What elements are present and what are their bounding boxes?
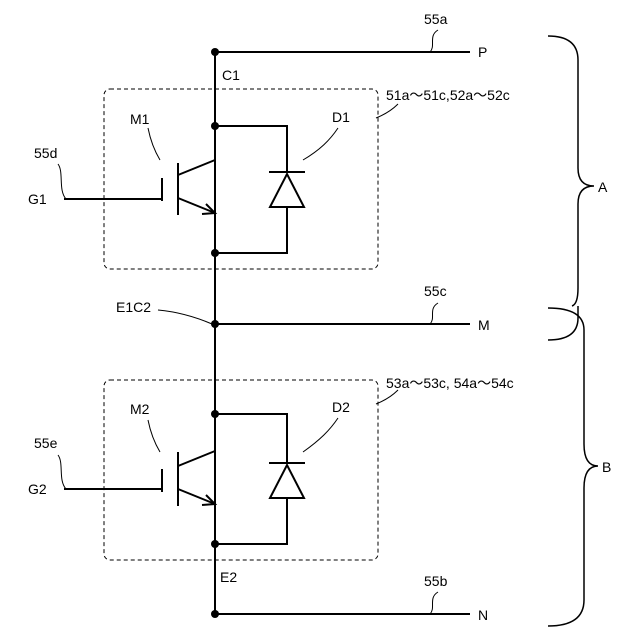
leader-module-upper	[376, 104, 398, 118]
brace-b	[548, 308, 598, 626]
leader-m1	[148, 128, 160, 160]
junction-n	[211, 610, 219, 618]
ref-55d: 55d	[34, 145, 57, 161]
leader-module-lower	[376, 390, 398, 404]
brace-a	[548, 36, 594, 340]
label-c1: C1	[222, 67, 240, 83]
ref-55a: 55a	[424, 11, 448, 27]
leader-55c	[430, 303, 438, 324]
label-m1: M1	[130, 111, 150, 127]
leader-e1c2	[158, 310, 212, 324]
label-e1c2: E1C2	[116, 299, 151, 315]
diode-d1	[269, 172, 305, 207]
module-upper-label: 51a～51c,52a～52c	[386, 87, 510, 103]
leader-55b	[430, 592, 438, 614]
leader-55a	[430, 30, 438, 52]
terminal-p: P	[478, 44, 487, 60]
terminal-n: N	[478, 607, 488, 623]
lower-bottom-branch	[215, 498, 287, 544]
diode-d2	[269, 463, 305, 498]
junction-upper-top	[211, 122, 219, 130]
leader-55d	[58, 164, 66, 199]
upper-top-branch	[215, 126, 287, 172]
junction-lower-bottom	[211, 540, 219, 548]
ref-55b: 55b	[424, 573, 448, 589]
brace-b-label: B	[602, 459, 611, 475]
ref-55e: 55e	[34, 435, 58, 451]
transistor-m1	[162, 126, 215, 253]
leader-d1	[303, 128, 338, 160]
label-m2: M2	[130, 401, 150, 417]
label-g2: G2	[28, 481, 47, 497]
junction-upper-bottom	[211, 249, 219, 257]
label-g1: G1	[28, 191, 47, 207]
junction-lower-top	[211, 410, 219, 418]
brace-a-label: A	[598, 179, 608, 195]
label-e2: E2	[220, 569, 237, 585]
ref-55c: 55c	[424, 283, 447, 299]
label-d1: D1	[332, 109, 350, 125]
label-d2: D2	[332, 399, 350, 415]
upper-bottom-branch	[215, 207, 287, 253]
transistor-m2	[162, 451, 215, 506]
lower-top-branch	[215, 414, 287, 463]
module-lower-label: 53a～53c, 54a～54c	[386, 375, 514, 391]
terminal-m: M	[478, 317, 490, 333]
leader-d2	[303, 418, 338, 452]
leader-55e	[58, 455, 66, 489]
junction-m	[211, 320, 219, 328]
junction-p	[211, 48, 219, 56]
leader-m2	[148, 420, 160, 452]
